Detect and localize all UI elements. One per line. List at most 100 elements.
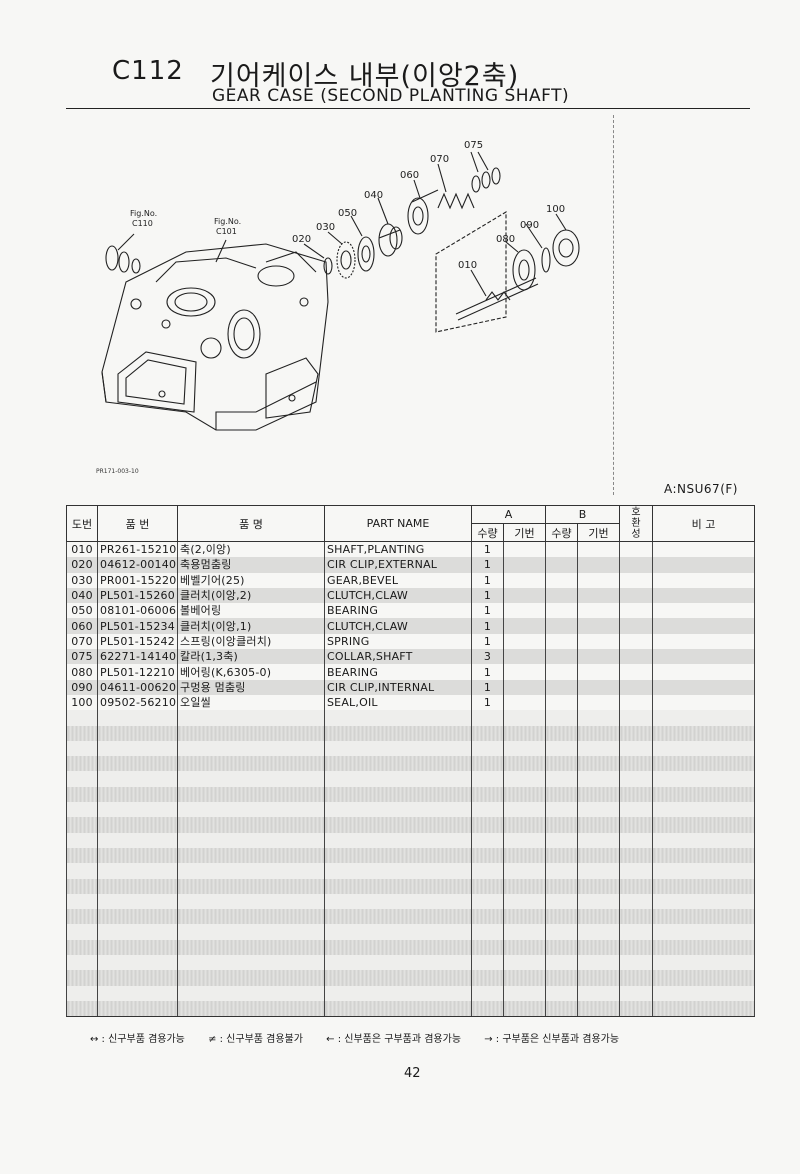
cell-empty <box>66 817 98 833</box>
cell-empty <box>66 802 98 818</box>
cell-empty <box>652 786 756 803</box>
cell-name-ko: 축용멈춤링 <box>177 557 325 573</box>
cell-empty <box>576 541 621 558</box>
cell-empty <box>652 557 756 573</box>
cell-empty <box>619 893 654 910</box>
cell-empty <box>97 1000 178 1018</box>
cell-empty <box>576 771 621 787</box>
table-row-empty <box>66 771 756 787</box>
cell-part-no: 08101-06006 <box>97 603 178 619</box>
cell-empty <box>576 939 621 956</box>
cell-empty <box>652 740 756 757</box>
cell-name-ko: 오일씰 <box>177 694 325 711</box>
col-header-qty-a: 수량 <box>471 523 504 542</box>
cell-empty <box>652 710 756 726</box>
cell-empty <box>576 817 621 833</box>
col-header-qty-b: 수량 <box>545 523 578 542</box>
callout-050: 050 <box>338 208 357 219</box>
cell-empty <box>576 618 621 634</box>
cell-empty <box>619 847 654 864</box>
callout-075: 075 <box>464 140 483 151</box>
cell-name-ko: 베벨기어(25) <box>177 572 325 588</box>
cell-part-no: 04611-00620 <box>97 679 178 695</box>
cell-empty <box>545 649 578 665</box>
cell-empty <box>619 756 654 772</box>
interchangeability-legend: ↔ : 신구부품 겸용가능 ≠ : 신구부품 겸용불가 ← : 신부품은 구부품… <box>90 1030 639 1045</box>
cell-empty <box>545 847 578 864</box>
cell-empty <box>503 939 546 956</box>
cell-empty <box>652 832 756 848</box>
cell-qty-a: 1 <box>471 572 504 588</box>
cell-empty <box>97 985 178 1001</box>
cell-empty <box>576 725 621 741</box>
cell-empty <box>545 587 578 604</box>
cell-part-name: SEAL,OIL <box>324 694 472 711</box>
cell-qty-a: 1 <box>471 694 504 711</box>
cell-empty <box>66 786 98 803</box>
cell-name-ko: 베어링(K,6305-0) <box>177 664 325 680</box>
cell-empty <box>652 633 756 650</box>
cell-empty <box>97 863 178 879</box>
cell-empty <box>652 1000 756 1018</box>
cell-empty <box>324 909 472 925</box>
cell-empty <box>324 955 472 971</box>
table-row-empty <box>66 786 756 803</box>
cell-empty <box>471 725 504 741</box>
cell-empty <box>576 572 621 588</box>
cell-empty <box>177 710 325 726</box>
cell-no: 040 <box>66 587 98 604</box>
cell-empty <box>619 817 654 833</box>
page-number: 42 <box>404 1066 421 1081</box>
cell-empty <box>652 587 756 604</box>
cell-empty <box>576 955 621 971</box>
cell-empty <box>545 1000 578 1018</box>
cell-name-ko: 볼베어링 <box>177 603 325 619</box>
cell-empty <box>177 802 325 818</box>
col-header-base-b: 기번 <box>576 523 621 542</box>
cell-part-name: SHAFT,PLANTING <box>324 541 472 558</box>
cell-empty <box>503 771 546 787</box>
cell-empty <box>619 541 654 558</box>
cell-qty-a: 1 <box>471 541 504 558</box>
cell-qty-a: 1 <box>471 587 504 604</box>
cell-empty <box>652 955 756 971</box>
cell-empty <box>503 817 546 833</box>
callout-090: 090 <box>520 220 539 231</box>
cell-empty <box>545 939 578 956</box>
cell-empty <box>503 649 546 665</box>
cell-empty <box>503 1000 546 1018</box>
cell-name-ko: 클러치(이앙,1) <box>177 618 325 634</box>
cell-empty <box>619 572 654 588</box>
cell-empty <box>97 771 178 787</box>
cell-empty <box>471 955 504 971</box>
cell-empty <box>652 909 756 925</box>
cell-empty <box>324 939 472 956</box>
table-row-empty <box>66 802 756 818</box>
cell-empty <box>471 817 504 833</box>
cell-empty <box>177 985 325 1001</box>
cell-empty <box>177 970 325 986</box>
cell-empty <box>97 878 178 894</box>
cell-empty <box>503 893 546 910</box>
cell-empty <box>324 740 472 757</box>
cell-empty <box>576 863 621 879</box>
cell-empty <box>66 863 98 879</box>
cell-empty <box>503 756 546 772</box>
cell-empty <box>576 557 621 573</box>
cell-empty <box>652 970 756 986</box>
cell-empty <box>652 694 756 711</box>
table-row-empty <box>66 710 756 726</box>
cell-empty <box>652 863 756 879</box>
cell-empty <box>652 802 756 818</box>
legend-item-new-to-old: ← : 신부품은 구부품과 겸용가능 <box>326 1034 462 1045</box>
cell-empty <box>545 557 578 573</box>
cell-empty <box>576 924 621 940</box>
cell-empty <box>471 771 504 787</box>
cell-empty <box>324 970 472 986</box>
cell-no: 060 <box>66 618 98 634</box>
table-row-empty <box>66 725 756 741</box>
cell-empty <box>652 939 756 956</box>
